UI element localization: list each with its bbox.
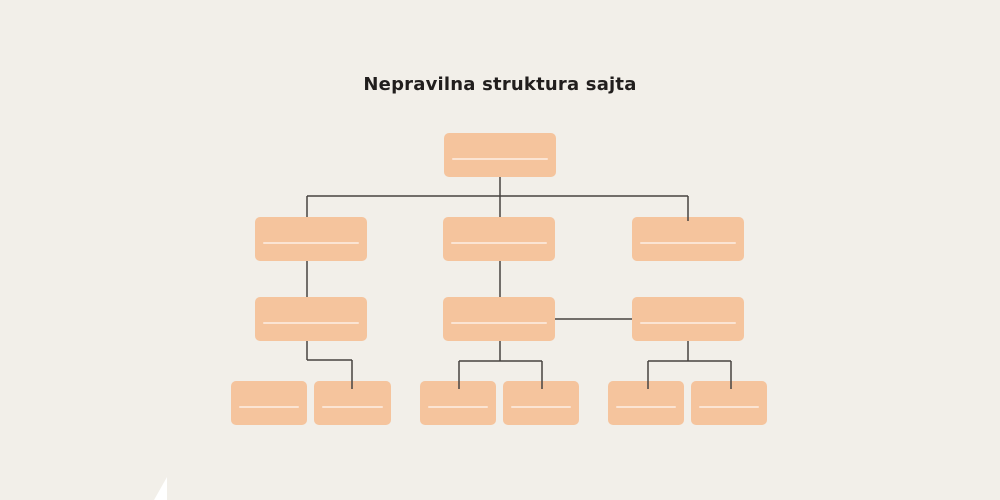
node-l2-middle xyxy=(443,217,555,261)
node-l2-right xyxy=(632,217,744,261)
node-leaf-2b xyxy=(503,381,579,425)
node-leaf-3a xyxy=(608,381,684,425)
node-l2-left xyxy=(255,217,367,261)
node-leaf-2a xyxy=(420,381,496,425)
node-l3-left xyxy=(255,297,367,341)
node-leaf-3b xyxy=(691,381,767,425)
node-l3-right xyxy=(632,297,744,341)
node-leaf-1b xyxy=(314,381,391,425)
node-root xyxy=(444,133,556,177)
node-l3-middle xyxy=(443,297,555,341)
diagram-title: Nepravilna struktura sajta xyxy=(363,74,637,95)
node-leaf-1a xyxy=(231,381,307,425)
